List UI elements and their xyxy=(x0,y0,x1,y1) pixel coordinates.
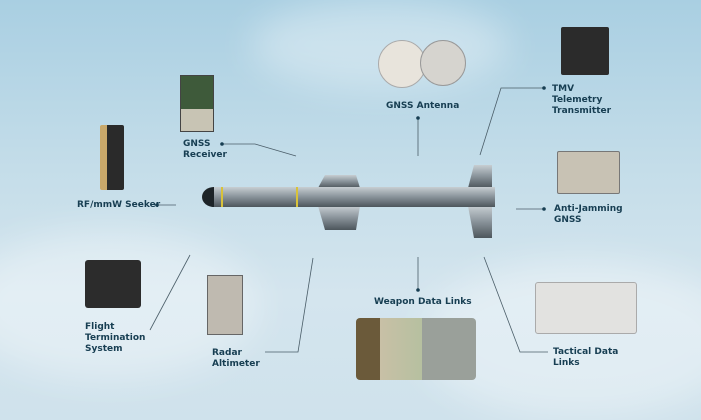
tmv-transmitter-image xyxy=(561,27,609,75)
gnss-receiver-image xyxy=(180,75,214,132)
flight-termination-image xyxy=(85,260,141,308)
weapon-data-links-image xyxy=(356,318,476,380)
label-tmv-transmitter: TMV Telemetry Transmitter xyxy=(552,84,612,116)
label-anti-jamming-gnss: Anti-Jamming GNSS xyxy=(554,204,623,225)
missile xyxy=(202,165,495,238)
missile-tail-fin-top xyxy=(468,165,492,188)
connector-tactical-data-links xyxy=(483,256,548,353)
label-weapon-data-links: Weapon Data Links xyxy=(374,297,472,307)
label-radar-altimeter: Radar Altimeter xyxy=(212,348,260,369)
missile-body xyxy=(212,187,495,207)
connector-radar-altimeter xyxy=(265,257,314,353)
gnss-antenna-image xyxy=(378,40,426,88)
label-gnss-receiver: GNSS Receiver xyxy=(183,139,227,160)
connector-tmv xyxy=(479,87,544,156)
tactical-data-links-image xyxy=(535,282,637,334)
label-rf-seeker: RF/mmW Seeker xyxy=(77,200,161,210)
radar-altimeter-image xyxy=(207,275,243,335)
missile-tail-fin-bottom xyxy=(468,206,492,238)
label-gnss-antenna: GNSS Antenna xyxy=(386,101,460,111)
label-tactical-data-links: Tactical Data Links xyxy=(553,347,619,368)
rf-seeker-image xyxy=(100,125,124,190)
missile-fin-top xyxy=(318,175,360,188)
gnss-antenna-image xyxy=(420,40,466,86)
missile-band xyxy=(296,187,298,207)
label-flight-termination: Flight Termination System xyxy=(85,322,146,354)
missile-band xyxy=(221,187,223,207)
connector-flight-termination xyxy=(149,254,191,331)
connector-gnss-receiver xyxy=(222,143,297,157)
missile-fin-bottom xyxy=(318,206,360,230)
missile-nose xyxy=(202,187,214,207)
anti-jamming-gnss-image xyxy=(557,151,620,194)
